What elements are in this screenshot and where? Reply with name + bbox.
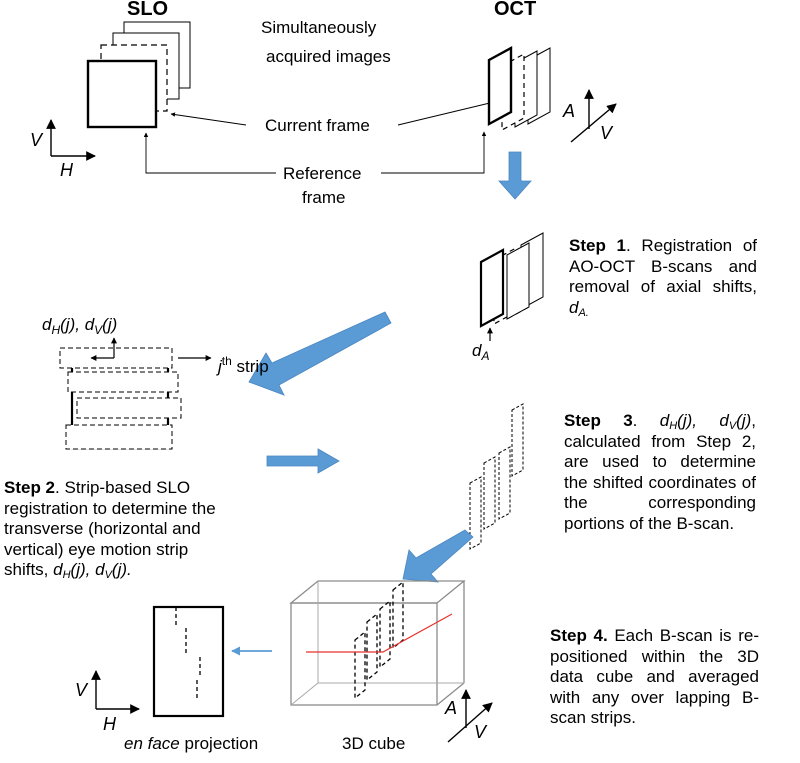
- strip-shift-indicator: [90, 337, 212, 361]
- oct-axis-v-label: V: [600, 123, 614, 143]
- step3-shifted-bscans: [469, 403, 524, 550]
- oct-bscan-stack: [487, 45, 551, 132]
- reference-frame-caption-line1: Reference: [283, 164, 361, 183]
- flow-arrow-diagonal-1: [248, 311, 392, 396]
- en-face-caption: en face projection: [124, 734, 258, 753]
- slo-axes: [46, 119, 96, 161]
- simultaneous-caption-line2: acquired images: [266, 47, 391, 66]
- step3-title: Step 3: [564, 411, 633, 430]
- cube-bscans: [354, 580, 404, 700]
- flow-arrow-down-1: [498, 151, 532, 200]
- oct-axes: [570, 89, 617, 143]
- flow-arrow-diagonal-2: [402, 529, 474, 583]
- oct-title: OCT: [494, 0, 536, 20]
- jth-strip-label: jth strip: [216, 354, 269, 376]
- step1-description: Step 1. Registration of AO-OCT B-scans a…: [569, 236, 757, 319]
- slo-strip-stack: [59, 347, 182, 450]
- cube-registration-line: [306, 613, 453, 653]
- slo-frame-stack: [86, 21, 191, 129]
- en-face-projection: [152, 605, 225, 718]
- strip-shift-label: dH(j), dV(j): [42, 315, 117, 337]
- reference-frame-caption-line2: frame: [302, 188, 345, 207]
- cube-caption: 3D cube: [342, 734, 405, 753]
- cube-axis-a-label: A: [444, 698, 457, 718]
- current-frame-pointers: [170, 100, 495, 126]
- current-frame-caption: Current frame: [265, 116, 370, 135]
- en-face-axis-h-label: H: [103, 714, 117, 734]
- step4-title: Step 4.: [550, 626, 608, 645]
- cube-axis-v-label: V: [474, 722, 488, 742]
- data-cube: [289, 580, 466, 706]
- step3-description: Step 3. dH(j), dV(j), calculated from St…: [564, 411, 756, 533]
- axial-shift-label: dA: [472, 341, 489, 363]
- oct-axis-a-label: A: [562, 101, 575, 121]
- flow-arrow-right: [266, 448, 340, 474]
- reference-frame-connectors: [143, 131, 487, 174]
- step2-description: Step 2. Strip-based SLO registration to …: [4, 478, 216, 581]
- slo-axis-v-label: V: [30, 130, 44, 150]
- step1-bscan-stack: [479, 232, 544, 328]
- step1-title: Step 1: [569, 236, 626, 255]
- slo-title: SLO: [127, 0, 168, 20]
- en-face-axes: [91, 670, 140, 714]
- cube-axes: [447, 689, 493, 743]
- step4-description: Step 4. Each B-scan is re-positioned wit…: [550, 626, 759, 727]
- step2-title: Step 2: [4, 478, 56, 497]
- simultaneous-caption-line1: Simultaneously: [261, 18, 377, 37]
- slo-axis-h-label: H: [60, 160, 74, 180]
- en-face-axis-v-label: V: [75, 680, 89, 700]
